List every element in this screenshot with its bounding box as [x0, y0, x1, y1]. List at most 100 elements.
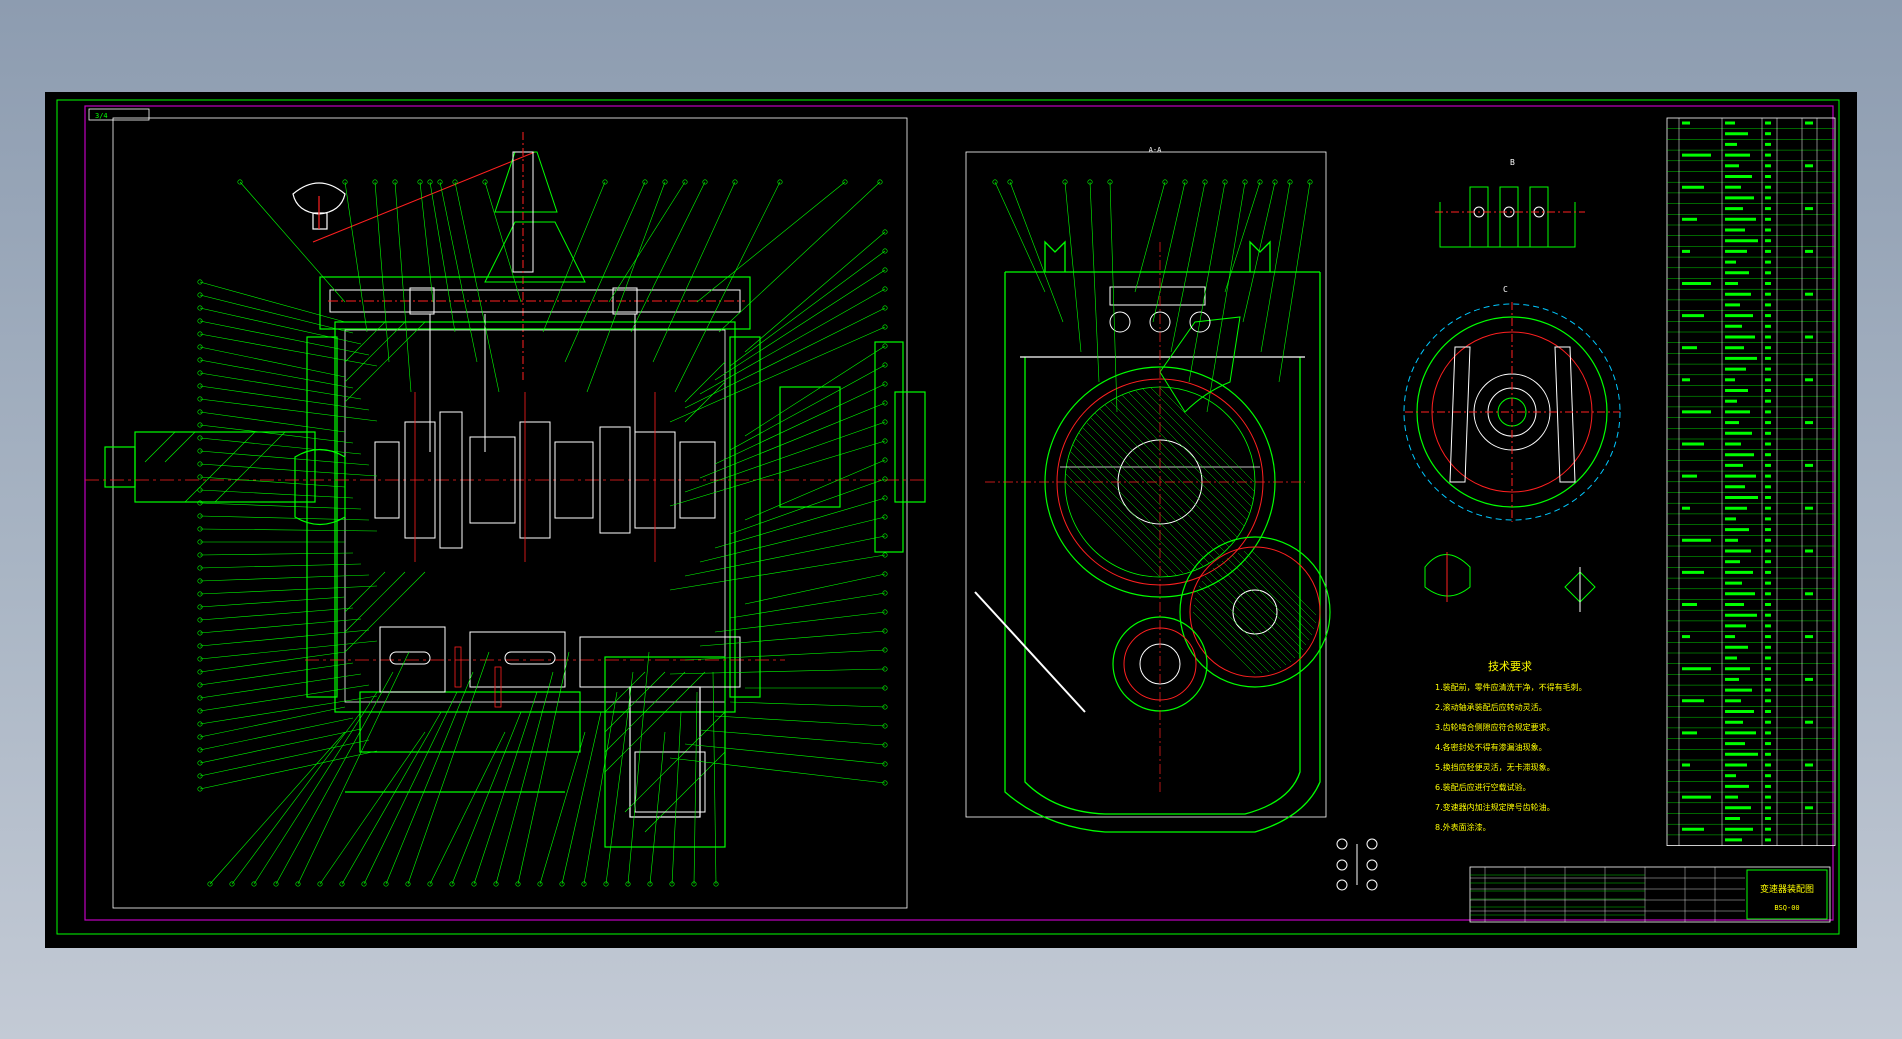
balloon-marker [882, 457, 888, 463]
tech-req-line: 5.换挡应轻便灵活，无卡滞现象。 [1435, 762, 1555, 772]
balloon-marker [1007, 179, 1013, 185]
balloon-marker [197, 461, 203, 467]
leader-line [199, 528, 378, 532]
balloon-marker [882, 552, 888, 558]
balloon-marker [882, 742, 888, 748]
leader-line [729, 701, 886, 708]
balloon-marker [732, 179, 738, 185]
balloon-marker [882, 495, 888, 501]
leader-line [363, 691, 458, 885]
leader-line [199, 398, 378, 422]
leader-line [564, 181, 646, 363]
leader-line [669, 668, 886, 675]
balloon-marker [602, 179, 608, 185]
view-c-label: C [1503, 285, 1508, 294]
leader-line [684, 743, 886, 765]
sheet-frame [56, 99, 1840, 935]
balloon-marker [882, 609, 888, 615]
leader-line [451, 711, 522, 885]
leader-line [199, 662, 354, 686]
balloon-marker [1242, 179, 1248, 185]
leader-line [669, 326, 886, 423]
leader-line [669, 440, 886, 507]
leader-line [341, 711, 442, 885]
balloon-marker [197, 604, 203, 610]
balloon-marker [515, 881, 521, 887]
leader-line [199, 385, 370, 411]
balloon-marker [197, 695, 203, 701]
balloon-marker [251, 881, 257, 887]
leader-line [561, 711, 602, 885]
balloon-marker [713, 881, 719, 887]
hatch-line [1231, 554, 1313, 636]
balloon-marker [581, 881, 587, 887]
hatch-line [1251, 550, 1317, 616]
leader-line [199, 574, 370, 582]
leader-line [1109, 181, 1118, 413]
balloon-marker [882, 229, 888, 235]
leader-line [671, 711, 682, 885]
balloon-marker [372, 179, 378, 185]
leader-line [1188, 181, 1226, 383]
balloon-marker [882, 780, 888, 786]
leader-line [605, 671, 634, 885]
leader-line [484, 181, 522, 303]
leader-line [419, 181, 434, 303]
balloon-marker [197, 331, 203, 337]
leader-line [586, 181, 666, 393]
balloon-marker [427, 881, 433, 887]
balloon-marker [295, 881, 301, 887]
leader-line [714, 611, 886, 633]
hatch-line [1201, 580, 1287, 666]
balloon-marker [197, 734, 203, 740]
weld-symbol [1336, 838, 1378, 891]
balloon-marker [339, 881, 345, 887]
hatch-line [1212, 567, 1300, 655]
leader-line [407, 651, 490, 885]
balloon-marker [197, 565, 203, 571]
balloon-marker [642, 179, 648, 185]
detail-view-c: C [1403, 285, 1621, 522]
leader-line [1152, 181, 1186, 323]
hatch-line [1094, 412, 1230, 548]
leader-line [627, 651, 650, 885]
hatch-line [1068, 458, 1184, 574]
leader-line [652, 181, 736, 363]
leader-line [542, 181, 606, 333]
leader-line [199, 684, 370, 712]
leader-line [696, 181, 846, 303]
balloon-marker [882, 305, 888, 311]
balloon-marker [662, 179, 668, 185]
leader-line [199, 307, 362, 345]
tech-req-line: 7.变速器内加注规定牌号齿轮油。 [1435, 802, 1555, 812]
balloon-marker [882, 666, 888, 672]
detail-view-b: B [1435, 158, 1585, 248]
tech-req-line: 1.装配前，零件应清洗干净，不得有毛刺。 [1435, 682, 1587, 692]
hatch-line [1159, 387, 1255, 483]
balloon-marker [877, 179, 883, 185]
balloon-marker [197, 292, 203, 298]
leader-line [199, 585, 378, 595]
leader-line [729, 250, 886, 367]
balloon-marker [392, 179, 398, 185]
balloon-marker [417, 179, 423, 185]
hatch-line [1128, 392, 1250, 514]
leader-line [1206, 181, 1246, 413]
title-block-name: 变速器装配图 [1760, 883, 1814, 895]
leader-line [394, 181, 412, 393]
view-b-label: B [1510, 158, 1515, 167]
leader-line [517, 651, 570, 885]
leader-line [199, 281, 346, 323]
balloon-marker [537, 881, 543, 887]
technical-requirements: 技术要求 1.装配前，零件应清洗干净，不得有毛刺。 2.滚动轴承装配后应转动灵活… [1435, 660, 1587, 832]
leader-line [699, 630, 886, 647]
balloon-marker [273, 881, 279, 887]
balloon-marker [1272, 179, 1278, 185]
leader-line [583, 691, 618, 885]
leader-line [319, 731, 426, 885]
balloon-marker [197, 708, 203, 714]
balloon-marker [842, 179, 848, 185]
leader-line [1134, 181, 1166, 293]
leader-line [199, 552, 354, 556]
leader-line [1089, 181, 1100, 383]
